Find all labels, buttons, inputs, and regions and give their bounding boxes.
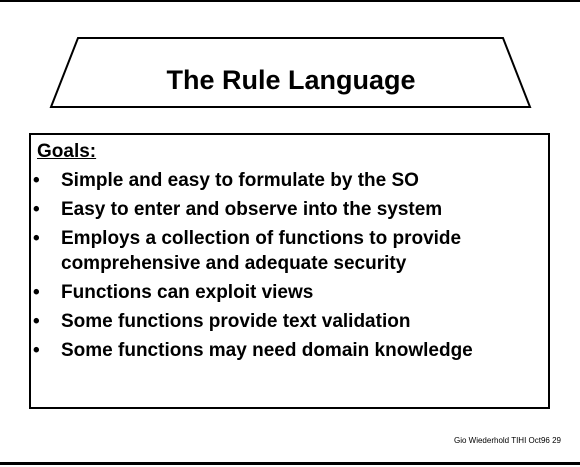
goal-text: Easy to enter and observe into the syste… bbox=[61, 199, 443, 220]
bullet-icon: • bbox=[33, 340, 40, 361]
goal-item: • Functions can exploit views bbox=[33, 280, 543, 305]
bullet-icon: • bbox=[33, 311, 40, 332]
goal-text: Functions can exploit views bbox=[61, 282, 314, 303]
goals-list: • Simple and easy to formulate by the SO… bbox=[33, 168, 543, 367]
goal-item: • Some functions may need domain knowled… bbox=[33, 338, 543, 363]
bullet-icon: • bbox=[33, 170, 40, 191]
title-trapezoid bbox=[49, 37, 532, 108]
goal-text: Some functions may need domain knowledge bbox=[61, 340, 473, 361]
slide-title: The Rule Language bbox=[166, 64, 416, 95]
goal-text: Employs a collection of functions to pro… bbox=[61, 228, 462, 274]
bullet-icon: • bbox=[33, 199, 40, 220]
goal-item: • Employs a collection of functions to p… bbox=[33, 226, 543, 276]
footer-credit: Gio Wiederhold TIHI Oct96 29 bbox=[453, 436, 561, 445]
goal-item: • Easy to enter and observe into the sys… bbox=[33, 197, 543, 222]
goal-text: Simple and easy to formulate by the SO bbox=[61, 170, 419, 191]
goals-heading: Goals: bbox=[37, 141, 97, 162]
top-border-line bbox=[0, 0, 580, 2]
bottom-border-line bbox=[0, 462, 580, 465]
goal-item: • Simple and easy to formulate by the SO bbox=[33, 168, 543, 193]
goals-box bbox=[29, 133, 550, 409]
bullet-icon: • bbox=[33, 228, 40, 249]
goal-text: Some functions provide text validation bbox=[61, 311, 411, 332]
goal-item: • Some functions provide text validation bbox=[33, 309, 543, 334]
bullet-icon: • bbox=[33, 282, 40, 303]
